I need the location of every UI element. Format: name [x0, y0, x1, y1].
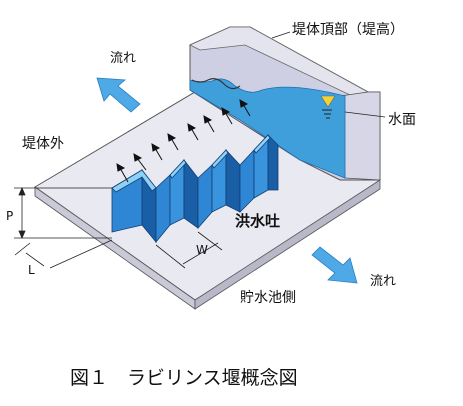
weir-top	[253, 134, 271, 154]
dam-crest-block	[339, 91, 381, 181]
label-water-surface: 水面	[388, 112, 416, 128]
label-flow-out: 流れ	[110, 51, 136, 66]
label-dim-l: L	[28, 263, 35, 277]
label-outside: 堤体外	[22, 136, 64, 152]
dimension-p	[14, 186, 112, 240]
water-ripple	[191, 78, 241, 90]
flow-out-arrow-icon	[96, 77, 141, 113]
label-flow-in: 流れ	[370, 274, 396, 289]
water-level-triangle-icon	[320, 95, 336, 108]
water-leader	[344, 111, 386, 118]
weir-top	[111, 169, 157, 193]
weir-top	[211, 149, 229, 169]
labyrinth-weir	[111, 133, 279, 244]
platform-edge-right	[194, 179, 381, 310]
label-dim-w: W	[196, 243, 208, 257]
weir-face	[267, 134, 279, 191]
flow-in-arrow-icon	[311, 246, 358, 284]
water-level-marks	[322, 109, 332, 119]
label-reservoir-side: 貯水池側	[240, 290, 296, 306]
label-dim-p: P	[6, 209, 13, 223]
figure-caption: 図１ ラビリンス堰概念図	[70, 366, 298, 389]
weir-top	[169, 159, 187, 179]
dimension-l	[14, 239, 113, 269]
reservoir-water	[189, 78, 346, 179]
label-spillway: 洪水吐	[235, 212, 280, 230]
dimension-w	[155, 231, 223, 269]
overflow-arrows	[116, 99, 251, 183]
crest-leader	[271, 31, 291, 39]
label-crest: 堤体頂部（堤高）	[292, 21, 404, 38]
